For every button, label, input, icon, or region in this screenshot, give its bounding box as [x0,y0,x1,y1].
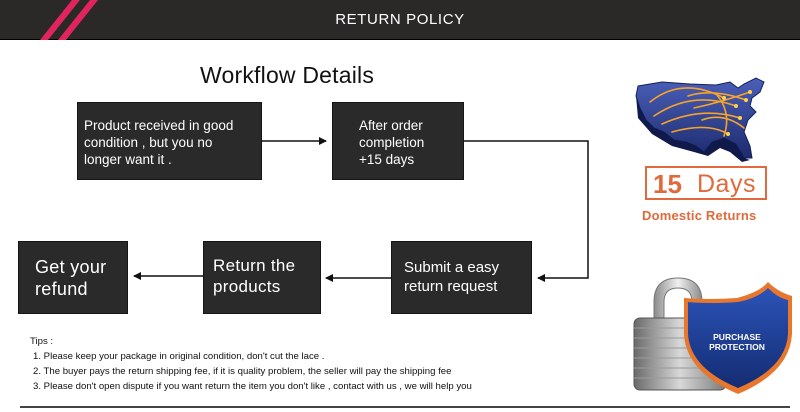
header-banner: RETURN POLICY [0,0,800,40]
purchase-protection-line1: PURCHASE [713,332,761,342]
step-return-products: Return the products [203,241,321,314]
workflow-title: Workflow Details [200,62,375,88]
step-2-text: After order completion +15 days [359,118,425,167]
purchase-protection-line2: PROTECTION [709,342,765,352]
days-word: Days [697,170,756,198]
step-3-text: Submit a easy return request [404,259,500,295]
usa-map-icon [635,77,765,162]
bottom-divider [20,406,790,408]
tips-title: Tips : [30,336,54,347]
step-get-refund: Get your refund [18,241,128,314]
step-5-text: Get your refund [35,257,107,299]
page-title: RETURN POLICY [335,11,465,28]
step-product-received: Product received in good condition , but… [77,102,262,180]
purchase-protection-badge [633,277,792,394]
fifteen-days-badge: 15 Days [645,166,767,200]
tip-item: 1. Please keep your package in original … [33,351,325,362]
tip-item: 2. The buyer pays the return shipping fe… [33,366,452,377]
domestic-returns-label: Domestic Returns [642,208,757,223]
step-4-text: Return the products [213,256,296,296]
step-1-text: Product received in good condition , but… [84,118,234,167]
step-order-completion: After order completion +15 days [332,102,464,180]
tip-item: 3. Please don't open dispute if you want… [33,381,472,392]
days-number: 15 [653,169,682,199]
tips-section: Tips : 1. Please keep your package in or… [30,334,472,394]
shield-icon [684,282,792,394]
step-submit-request: Submit a easy return request [391,241,532,314]
stripe-decoration [40,0,98,40]
arrow-step2-to-step3 [464,140,589,282]
